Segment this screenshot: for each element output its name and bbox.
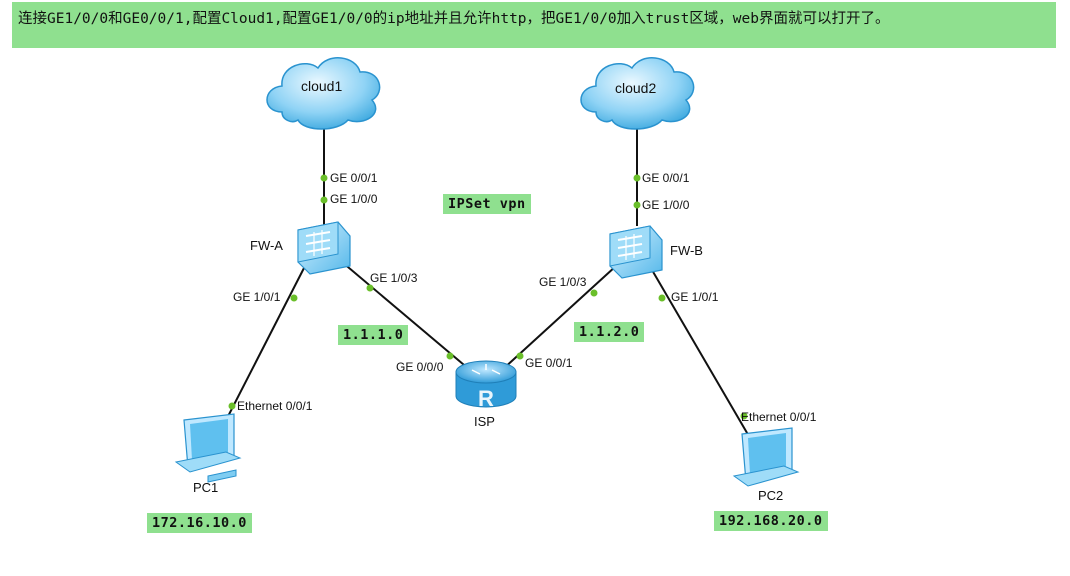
port-dot	[633, 201, 641, 209]
port-dot	[658, 294, 666, 302]
port-label: GE 1/0/3	[539, 275, 587, 289]
port-dot	[633, 174, 641, 182]
port-dot	[516, 352, 524, 360]
port-dot	[366, 284, 374, 292]
link-fwb-pc2	[651, 269, 751, 439]
firewall-fwa-icon	[297, 221, 351, 275]
port-label: GE 1/0/3	[370, 271, 418, 285]
port-dot	[740, 412, 748, 420]
router-isp-icon: R	[455, 360, 517, 411]
port-label: GE 0/0/1	[525, 356, 573, 370]
instruction-banner: 连接GE1/0/0和GE0/0/1,配置Cloud1,配置GE1/0/0的ip地…	[12, 2, 1056, 48]
subnet-left-tag: 1.1.1.0	[338, 325, 409, 345]
port-label: Ethernet 0/0/1	[741, 410, 817, 424]
pc1-icon	[174, 413, 242, 483]
port-dot	[320, 174, 328, 182]
pc2-label: PC2	[758, 488, 784, 503]
port-dot	[446, 352, 454, 360]
link-fwa-isp	[341, 261, 471, 371]
svg-text:R: R	[478, 386, 494, 411]
port-dot	[590, 289, 598, 297]
fwa-label: FW-A	[250, 238, 283, 253]
subnet-right-tag: 1.1.2.0	[574, 322, 645, 342]
port-label: GE 0/0/1	[330, 171, 378, 185]
subnet-pc2-tag: 192.168.20.0	[714, 511, 828, 531]
port-label: GE 0/0/0	[396, 360, 444, 374]
cloud2-label: cloud2	[615, 80, 657, 96]
cloud2-icon	[580, 57, 695, 130]
cloud1-label: cloud1	[301, 78, 343, 94]
port-dot	[320, 196, 328, 204]
center-tag: IPSet vpn	[443, 194, 531, 214]
port-label: Ethernet 0/0/1	[237, 399, 313, 413]
subnet-pc1-tag: 172.16.10.0	[147, 513, 252, 533]
cloud1-icon	[266, 57, 381, 130]
port-label: GE 1/0/0	[330, 192, 378, 206]
port-label: GE 1/0/1	[671, 290, 719, 304]
firewall-fwb-icon	[609, 225, 663, 279]
port-dot	[228, 402, 236, 410]
port-label: GE 1/0/1	[233, 290, 281, 304]
isp-label: ISP	[474, 414, 495, 429]
port-dot	[290, 294, 298, 302]
port-label: GE 0/0/1	[642, 171, 690, 185]
pc2-icon	[732, 427, 800, 487]
port-label: GE 1/0/0	[642, 198, 690, 212]
fwb-label: FW-B	[670, 243, 703, 258]
pc1-label: PC1	[193, 480, 219, 495]
